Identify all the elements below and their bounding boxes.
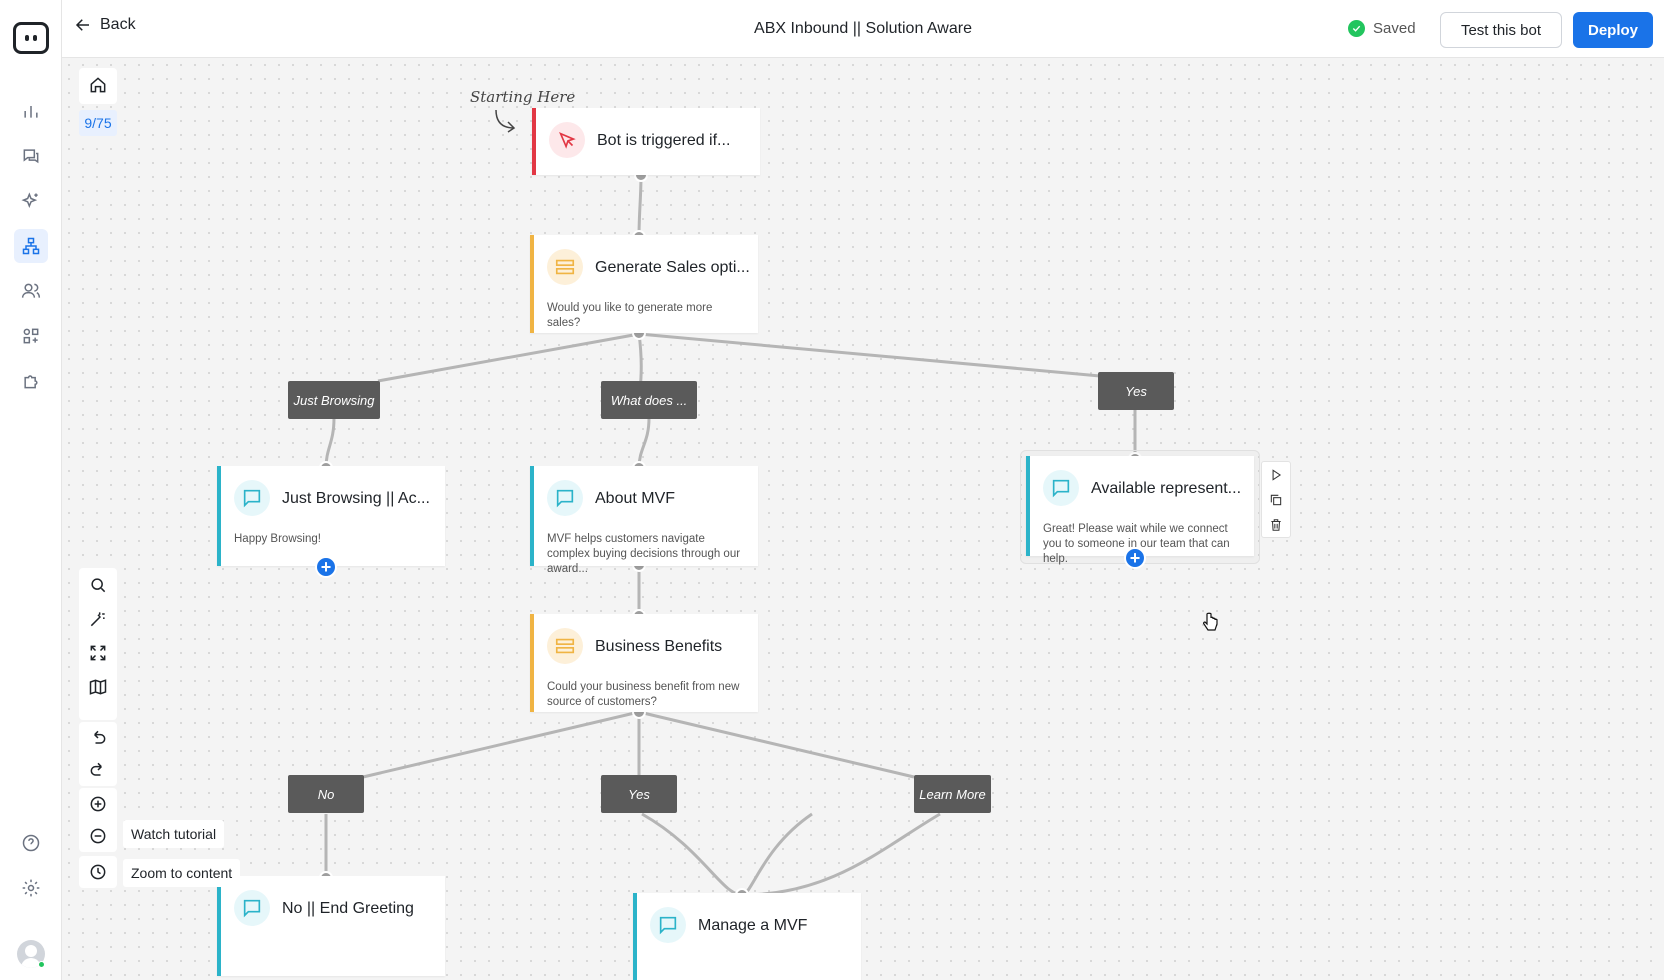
list-icon xyxy=(547,249,583,285)
node-manage-mvf[interactable]: Manage a MVF xyxy=(633,893,861,980)
message-icon xyxy=(234,890,270,926)
message-icon xyxy=(1043,470,1079,506)
puzzle-icon[interactable] xyxy=(14,364,48,398)
zoom-to-content-label[interactable]: Zoom to content xyxy=(123,859,241,887)
map-icon[interactable] xyxy=(79,670,117,704)
cursor-pointer-icon xyxy=(549,122,585,158)
add-step-button[interactable]: + xyxy=(1124,547,1146,569)
node-description: MVF helps customers navigate complex buy… xyxy=(547,533,741,575)
undo-icon[interactable] xyxy=(79,722,117,754)
top-header: Back ABX Inbound || Solution Aware Saved… xyxy=(62,0,1664,58)
node-description: Could your business benefit from new sou… xyxy=(547,681,740,708)
copy-icon[interactable] xyxy=(1262,487,1290,512)
node-title: Available represent... xyxy=(1091,480,1242,497)
help-icon[interactable] xyxy=(14,826,48,860)
branch-no[interactable]: No xyxy=(288,775,364,813)
search-icon[interactable] xyxy=(79,568,117,602)
watch-tutorial-label[interactable]: Watch tutorial xyxy=(123,820,225,848)
node-title: Bot is triggered if... xyxy=(597,132,731,149)
flow-canvas[interactable]: Starting Here Bot is triggered if... Gen… xyxy=(62,58,1664,980)
play-icon[interactable] xyxy=(1262,462,1290,487)
back-label: Back xyxy=(100,16,136,33)
arrow-left-icon xyxy=(75,19,89,31)
clock-icon[interactable] xyxy=(79,856,117,888)
node-trigger[interactable]: Bot is triggered if... xyxy=(532,108,760,175)
node-title: Just Browsing || Ac... xyxy=(282,490,430,507)
node-about-mvf[interactable]: About MVF MVF helps customers navigate c… xyxy=(530,466,758,575)
message-icon xyxy=(234,480,270,516)
fit-screen-icon[interactable] xyxy=(79,636,117,670)
hand-cursor-icon xyxy=(1202,612,1218,631)
node-business-benefits[interactable]: Business Benefits Could your business be… xyxy=(530,614,758,712)
deploy-button[interactable]: Deploy xyxy=(1573,12,1653,48)
saved-label: Saved xyxy=(1373,20,1416,37)
branch-yes[interactable]: Yes xyxy=(1098,372,1174,410)
node-description: Great! Please wait while we connect you … xyxy=(1043,523,1230,565)
history-tools xyxy=(79,722,117,786)
node-generate-sales[interactable]: Generate Sales opti... Would you like to… xyxy=(530,235,758,333)
branch-what-does[interactable]: What does ... xyxy=(601,381,697,419)
zoom-out-icon[interactable] xyxy=(79,820,117,852)
branch-just-browsing[interactable]: Just Browsing xyxy=(288,381,380,419)
apps-icon[interactable] xyxy=(14,319,48,353)
home-toolbar xyxy=(79,68,117,104)
trash-icon[interactable] xyxy=(1262,512,1290,537)
back-button[interactable]: Back xyxy=(74,16,136,34)
check-circle-icon xyxy=(1348,20,1365,37)
node-title: About MVF xyxy=(595,490,676,507)
starting-here-annotation: Starting Here xyxy=(470,88,576,106)
users-icon[interactable] xyxy=(14,274,48,308)
curved-arrow-icon xyxy=(495,109,516,133)
add-step-button[interactable]: + xyxy=(315,556,337,578)
page-title: ABX Inbound || Solution Aware xyxy=(754,20,972,37)
list-icon xyxy=(547,628,583,664)
sparkles-icon[interactable] xyxy=(14,184,48,218)
branch-learn-more[interactable]: Learn More xyxy=(914,775,991,813)
saved-status: Saved xyxy=(1348,20,1416,37)
node-description: Would you like to generate more sales? xyxy=(547,302,713,329)
flow-icon[interactable] xyxy=(14,229,48,263)
node-title: Generate Sales opti... xyxy=(595,259,750,276)
node-title: No || End Greeting xyxy=(282,900,414,917)
online-status-dot xyxy=(38,961,45,968)
node-actions-menu xyxy=(1261,461,1291,538)
settings-icon[interactable] xyxy=(14,871,48,905)
node-title: Manage a MVF xyxy=(698,917,808,934)
chat-icon[interactable] xyxy=(14,139,48,173)
app-logo[interactable] xyxy=(13,22,49,54)
canvas-tools xyxy=(79,568,117,720)
magic-wand-icon[interactable] xyxy=(79,602,117,636)
node-counter: 9/75 xyxy=(79,110,117,136)
left-sidebar xyxy=(0,0,62,980)
zoom-in-icon[interactable] xyxy=(79,788,117,820)
node-description: Happy Browsing! xyxy=(234,533,321,545)
message-icon xyxy=(650,907,686,943)
bar-chart-icon[interactable] xyxy=(14,94,48,128)
redo-icon[interactable] xyxy=(79,754,117,786)
node-just-browsing[interactable]: Just Browsing || Ac... Happy Browsing! xyxy=(217,466,445,566)
node-no-end-greeting[interactable]: No || End Greeting xyxy=(217,876,445,976)
zoom-tools xyxy=(79,788,117,852)
node-title: Business Benefits xyxy=(595,638,723,655)
branch-yes[interactable]: Yes xyxy=(601,775,677,813)
history-clock-tool xyxy=(79,856,117,888)
message-icon xyxy=(547,480,583,516)
home-icon[interactable] xyxy=(79,68,117,102)
node-available-representative[interactable]: Available represent... Great! Please wai… xyxy=(1026,456,1254,565)
test-bot-button[interactable]: Test this bot xyxy=(1440,12,1562,48)
